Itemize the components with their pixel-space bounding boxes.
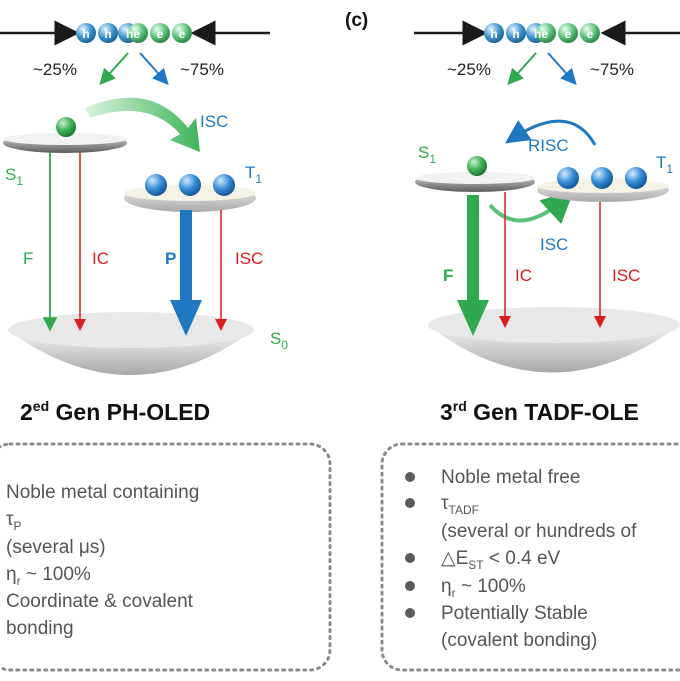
carrier-label: e xyxy=(179,27,186,41)
risc-curved-arrow xyxy=(505,119,597,146)
phosphorescence-label: P xyxy=(165,249,176,268)
carrier-label: h xyxy=(82,27,89,41)
carrier-label: e xyxy=(565,27,572,41)
right-item: △EST < 0.4 eV xyxy=(441,548,561,572)
risc-label: RISC xyxy=(528,136,569,155)
right-item: ηr ~ 100% xyxy=(441,576,526,600)
isc-decay-label: ISC xyxy=(235,249,263,268)
carrier-label: e xyxy=(157,27,164,41)
right-item: Potentially Stable xyxy=(441,603,588,624)
triplet-exciton xyxy=(145,174,167,196)
phosphorescence-arrow xyxy=(170,210,202,336)
isc-curved-arrow xyxy=(85,97,200,152)
right-panel: h h he e e ~25% ~75% RISC S1 ISC xyxy=(380,20,680,672)
singlet-branch-arrow xyxy=(99,52,129,85)
triplet-branch-arrow xyxy=(139,52,169,85)
isc-decay-label: ISC xyxy=(612,266,640,285)
carrier-label: e xyxy=(587,27,594,41)
left-item: τP xyxy=(6,509,22,533)
fluorescence-label: F xyxy=(23,249,33,268)
ic-label: IC xyxy=(515,266,532,285)
s1-label: S1 xyxy=(5,165,23,188)
isc-mid-label: ISC xyxy=(540,235,568,254)
triplet-exciton xyxy=(625,167,647,189)
isc-top-label: ISC xyxy=(200,112,228,131)
left-item: (several μs) xyxy=(6,537,106,558)
isc-curved-arrow xyxy=(488,190,574,225)
singlet-branch-arrow xyxy=(507,52,537,85)
charge-carriers: h h he e e xyxy=(484,23,600,43)
left-item: ηr ~ 100% xyxy=(6,564,91,588)
triplet-exciton xyxy=(179,174,201,196)
right-item: (several or hundreds of xyxy=(441,521,637,542)
left-item: Noble metal containing xyxy=(6,482,199,503)
bullets xyxy=(405,472,415,618)
carrier-label: h xyxy=(104,27,111,41)
carrier-label: he xyxy=(534,27,548,41)
charge-carriers: h h he e e xyxy=(76,23,192,43)
right-info-box xyxy=(380,442,680,672)
singlet-exciton xyxy=(56,117,76,137)
singlet-percent: ~25% xyxy=(447,60,491,79)
panel-label: (c) xyxy=(345,10,368,31)
fluorescence-label: F xyxy=(443,266,453,285)
t1-label: T1 xyxy=(656,153,673,176)
triplet-exciton xyxy=(557,167,579,189)
t1-label: T1 xyxy=(245,163,262,186)
fluorescence-arrow xyxy=(457,195,489,336)
left-item: bonding xyxy=(6,618,74,639)
carrier-label: he xyxy=(126,27,140,41)
ic-label: IC xyxy=(92,249,109,268)
carrier-label: h xyxy=(512,27,519,41)
right-title: 3rd Gen TADF-OLE xyxy=(440,398,639,425)
left-item: Coordinate & covalent xyxy=(6,591,194,612)
s1-label: S1 xyxy=(418,143,436,166)
triplet-exciton xyxy=(591,167,613,189)
triplet-branch-arrow xyxy=(547,52,577,85)
triplet-percent: ~75% xyxy=(590,60,634,79)
s0-label: S0 xyxy=(270,329,288,352)
left-info-box xyxy=(0,442,332,672)
triplet-exciton xyxy=(213,174,235,196)
singlet-exciton xyxy=(467,156,487,176)
right-item: Noble metal free xyxy=(441,467,580,488)
right-item: (covalent bonding) xyxy=(441,630,597,651)
singlet-percent: ~25% xyxy=(33,60,77,79)
carrier-label: h xyxy=(490,27,497,41)
triplet-percent: ~75% xyxy=(180,60,224,79)
left-panel: h h he e e ~25% ~75% ISC S1 T1 xyxy=(0,20,332,672)
right-item: τTADF xyxy=(441,493,479,517)
left-title: 2ed Gen PH-OLED xyxy=(20,398,210,425)
